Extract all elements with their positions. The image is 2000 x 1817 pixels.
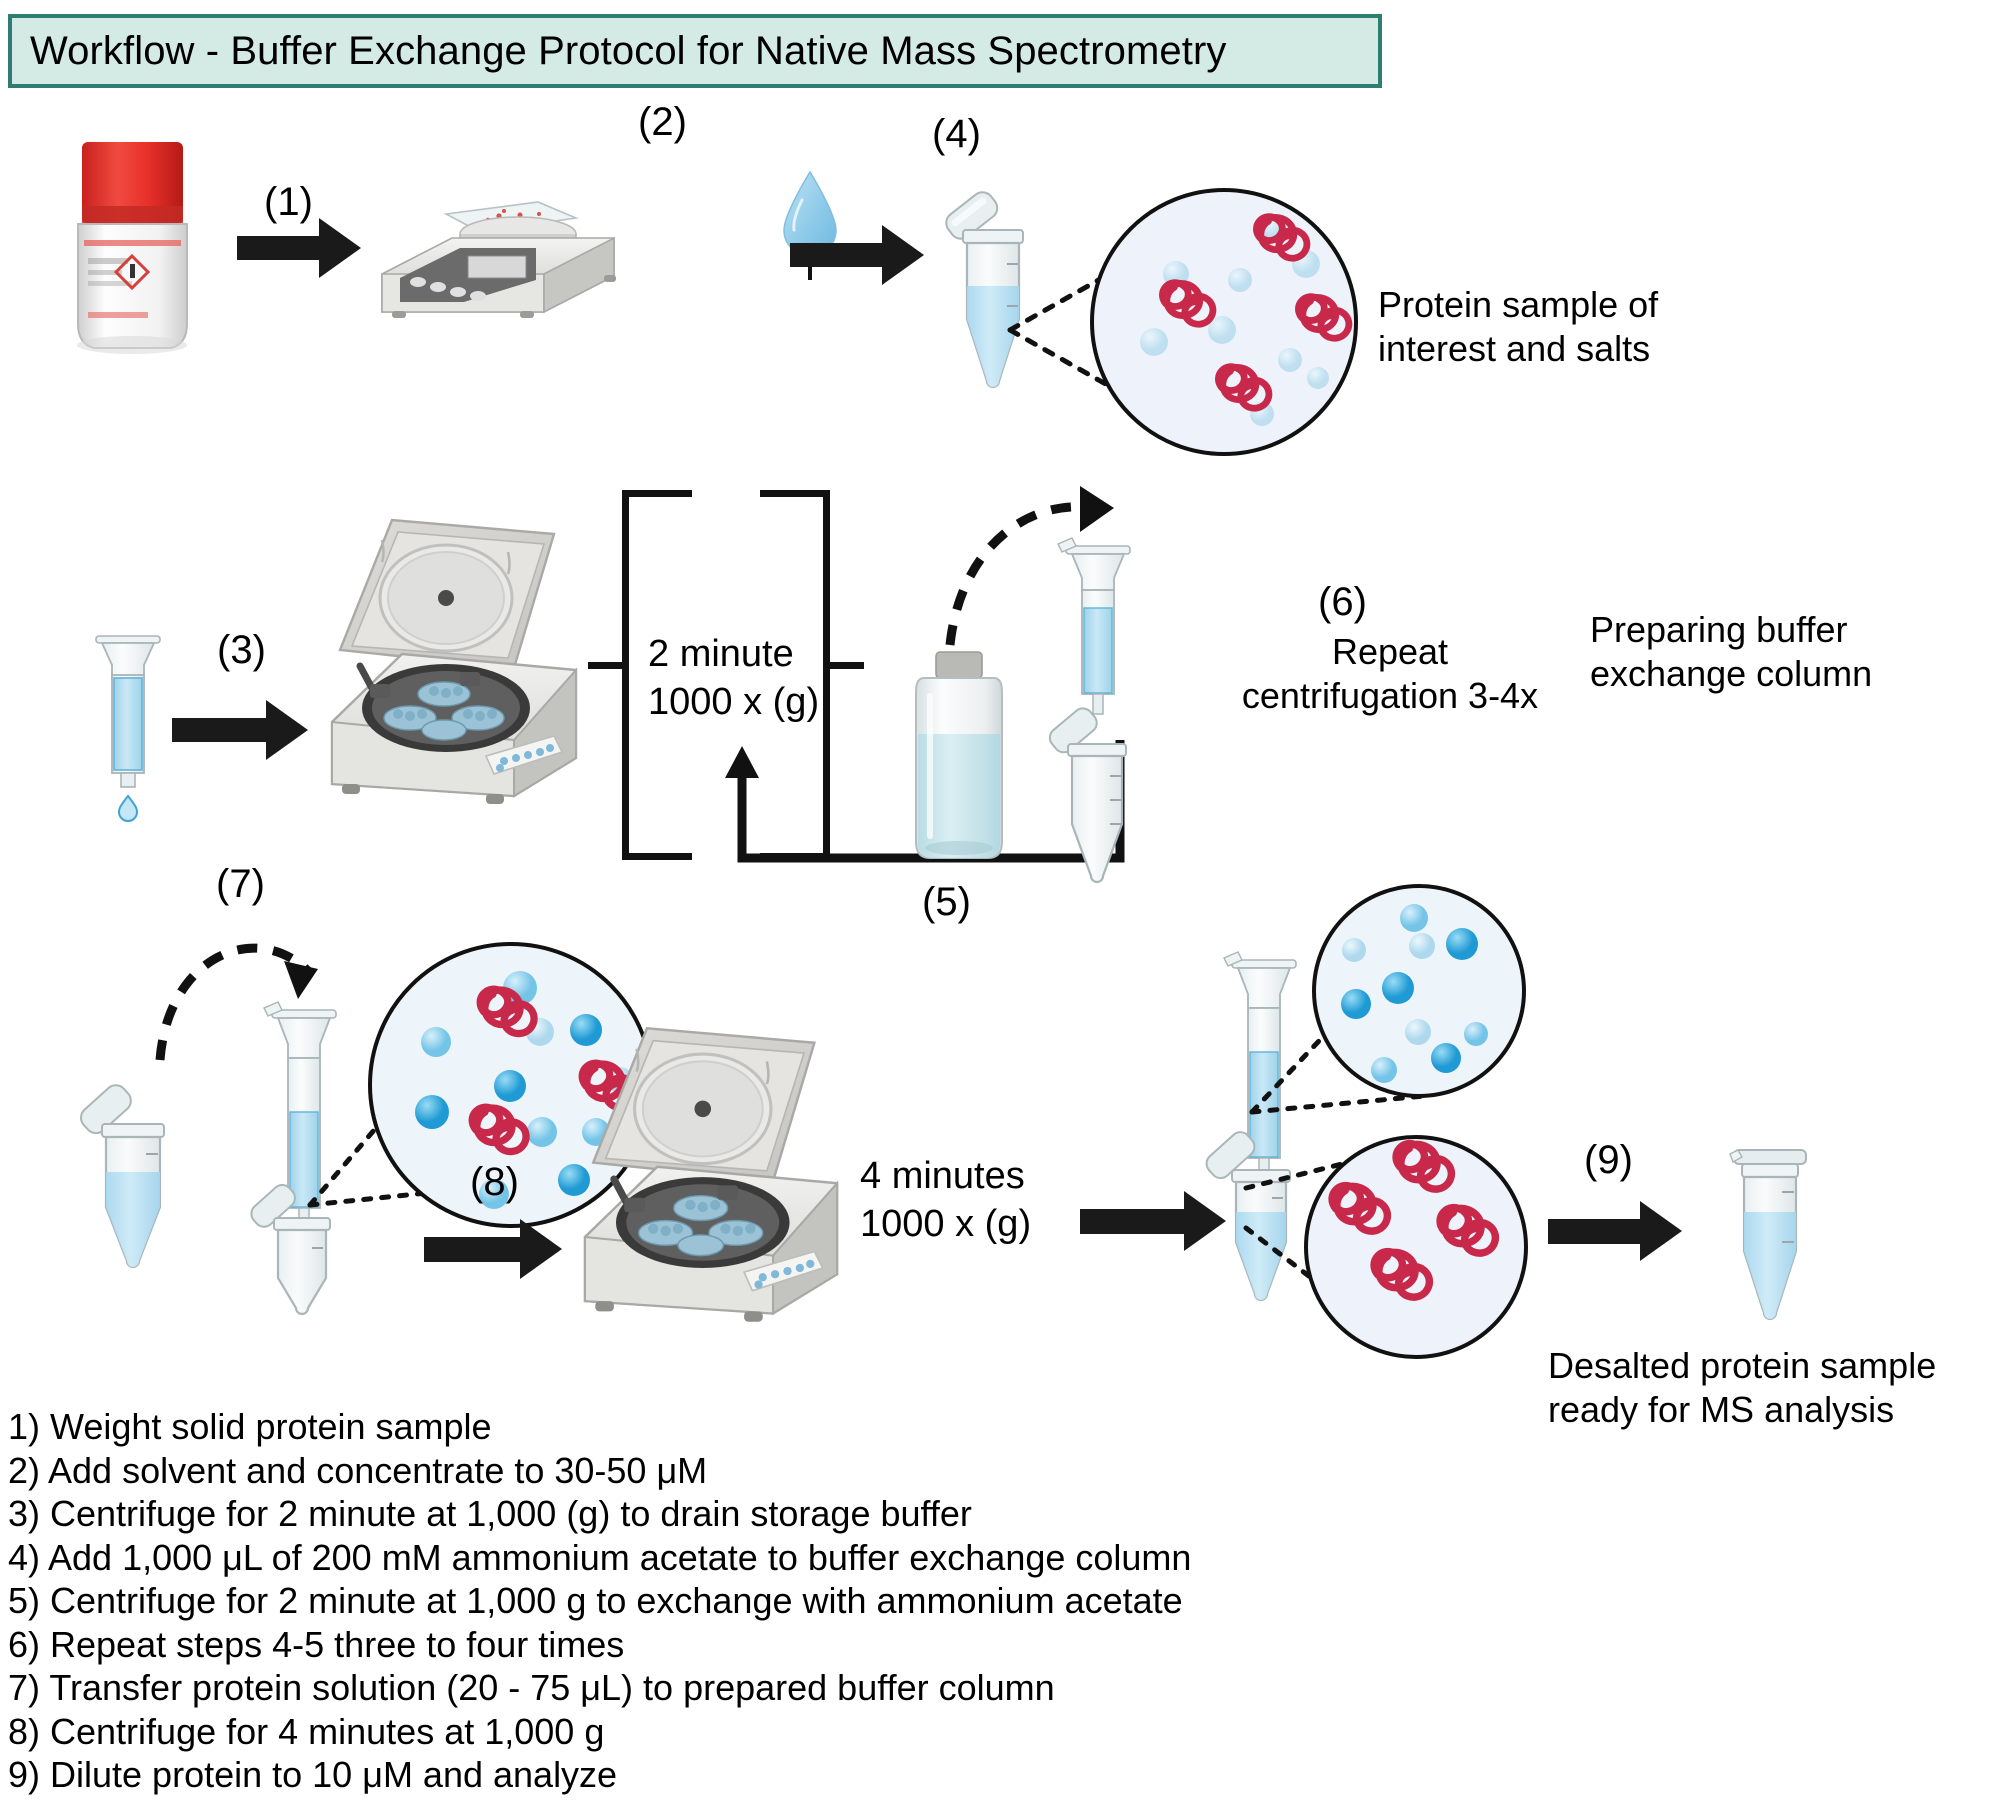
- arrow-right-icon: [424, 1218, 564, 1280]
- label-spin-2min: 2 minute 1000 x (g): [648, 633, 820, 723]
- label-repeat-centrifugation: Repeat centrifugation 3-4x: [1241, 631, 1539, 716]
- protocol-step: 7) Transfer protein solution (20 - 75 μL…: [8, 1667, 1055, 1708]
- protocol-steps-list: 1) Weight solid protein sample 2) Add so…: [8, 1405, 1408, 1797]
- protocol-step: 5) Centrifuge for 2 minute at 1,000 g to…: [8, 1580, 1183, 1621]
- step-marker-9: (9): [1584, 1138, 1633, 1182]
- analytical-balance-icon: [368, 190, 628, 318]
- protocol-step: 8) Centrifuge for 4 minutes at 1,000 g: [8, 1710, 605, 1752]
- protocol-step: 2) Add solvent and concentrate to 30-50 …: [8, 1449, 708, 1491]
- step-marker-5: (5): [922, 880, 971, 924]
- spin-column-icon: [262, 1001, 346, 1252]
- step-marker-3: (3): [217, 628, 266, 672]
- label-spin-4min: 4 minutes 1000 x (g): [860, 1155, 1032, 1245]
- label-desalted-sample: Desalted protein sample ready for MS ana…: [1548, 1345, 1937, 1430]
- eppendorf-tube-icon: [1042, 700, 1152, 884]
- bubble-proteins-only: [1304, 1135, 1528, 1359]
- curved-dashed-arrow-icon: [945, 486, 1114, 646]
- step-marker-4: (4): [932, 112, 981, 156]
- arrow-right-icon: [790, 225, 924, 285]
- protocol-step: 9) Dilute protein to 10 μM and analyze: [8, 1754, 618, 1795]
- protocol-step: 4) Add 1,000 μL of 200 mM ammonium aceta…: [8, 1536, 1192, 1578]
- step-marker-6: (6): [1318, 580, 1367, 624]
- arrow-right-icon: [172, 700, 312, 760]
- eppendorf-tube-icon: [72, 1080, 192, 1270]
- spin-column-icon: [1222, 951, 1306, 1202]
- eppendorf-tube-icon: [246, 1180, 356, 1316]
- bubble-protein-and-salts: [1090, 188, 1358, 456]
- step-marker-1: (1): [264, 180, 313, 224]
- step-marker-7: (7): [216, 862, 265, 906]
- step-marker-2: (2): [638, 100, 687, 144]
- centrifuge-icon: [570, 1020, 850, 1330]
- step-marker-8: (8): [470, 1160, 519, 1204]
- reagent-bottle-icon: [60, 140, 205, 355]
- arrow-right-icon: [1080, 1190, 1230, 1252]
- spin-column-icon: [1057, 537, 1138, 734]
- zoom-leader-lines: [1007, 248, 1153, 412]
- arrow-right-icon: [237, 218, 361, 278]
- eppendorf-tube-icon: [935, 182, 1045, 392]
- label-prepare-column: Preparing buffer exchange column: [1590, 609, 1873, 694]
- protocol-step: 1) Weight solid protein sample: [8, 1406, 492, 1447]
- protocol-step: 6) Repeat steps 4-5 three to four times: [8, 1623, 625, 1665]
- protocol-step: 3) Centrifuge for 2 minute at 1,000 (g) …: [8, 1493, 972, 1534]
- page-title: Workflow - Buffer Exchange Protocol for …: [30, 28, 1227, 73]
- buffer-vial-icon: [898, 648, 1020, 870]
- arrow-right-icon: [1548, 1200, 1684, 1262]
- bubble-salts-only: [1312, 884, 1526, 1098]
- label-protein-sample: Protein sample of interest and salts: [1378, 284, 1659, 369]
- bubble-column-loaded: [368, 942, 654, 1228]
- eppendorf-tube-icon: [1716, 1140, 1826, 1330]
- centrifuge-icon: [318, 512, 588, 812]
- curved-dashed-arrow-icon: [155, 943, 318, 1061]
- diagram-title-box: Workflow - Buffer Exchange Protocol for …: [8, 14, 1382, 88]
- spin-column-icon: [88, 620, 168, 822]
